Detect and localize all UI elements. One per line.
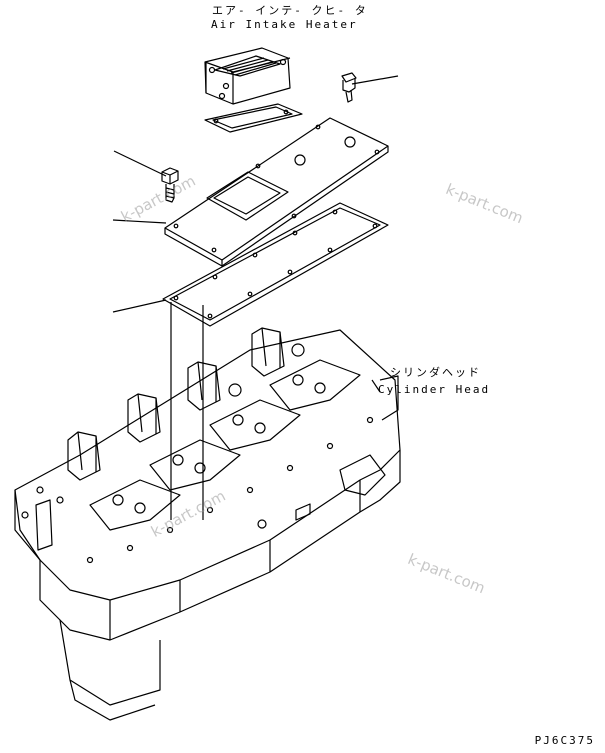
connector-plate <box>164 117 389 267</box>
heater-label-jp: エア- インテ- クヒ- タ <box>212 4 368 17</box>
air-intake-heater <box>204 47 291 105</box>
head-leader <box>371 379 381 393</box>
heater-gasket <box>204 103 303 133</box>
heater-label-en: Air Intake Heater <box>211 18 358 31</box>
screw-plug <box>341 72 399 103</box>
bolt <box>113 150 179 203</box>
head-label-jp: シリンダヘッド <box>390 366 481 379</box>
leader-lines <box>112 219 204 520</box>
drawing-code: PJ6C375 <box>534 734 595 747</box>
cylinder-head <box>14 327 401 721</box>
cover-gasket <box>162 202 389 327</box>
head-label-en: Cylinder Head <box>378 383 491 396</box>
